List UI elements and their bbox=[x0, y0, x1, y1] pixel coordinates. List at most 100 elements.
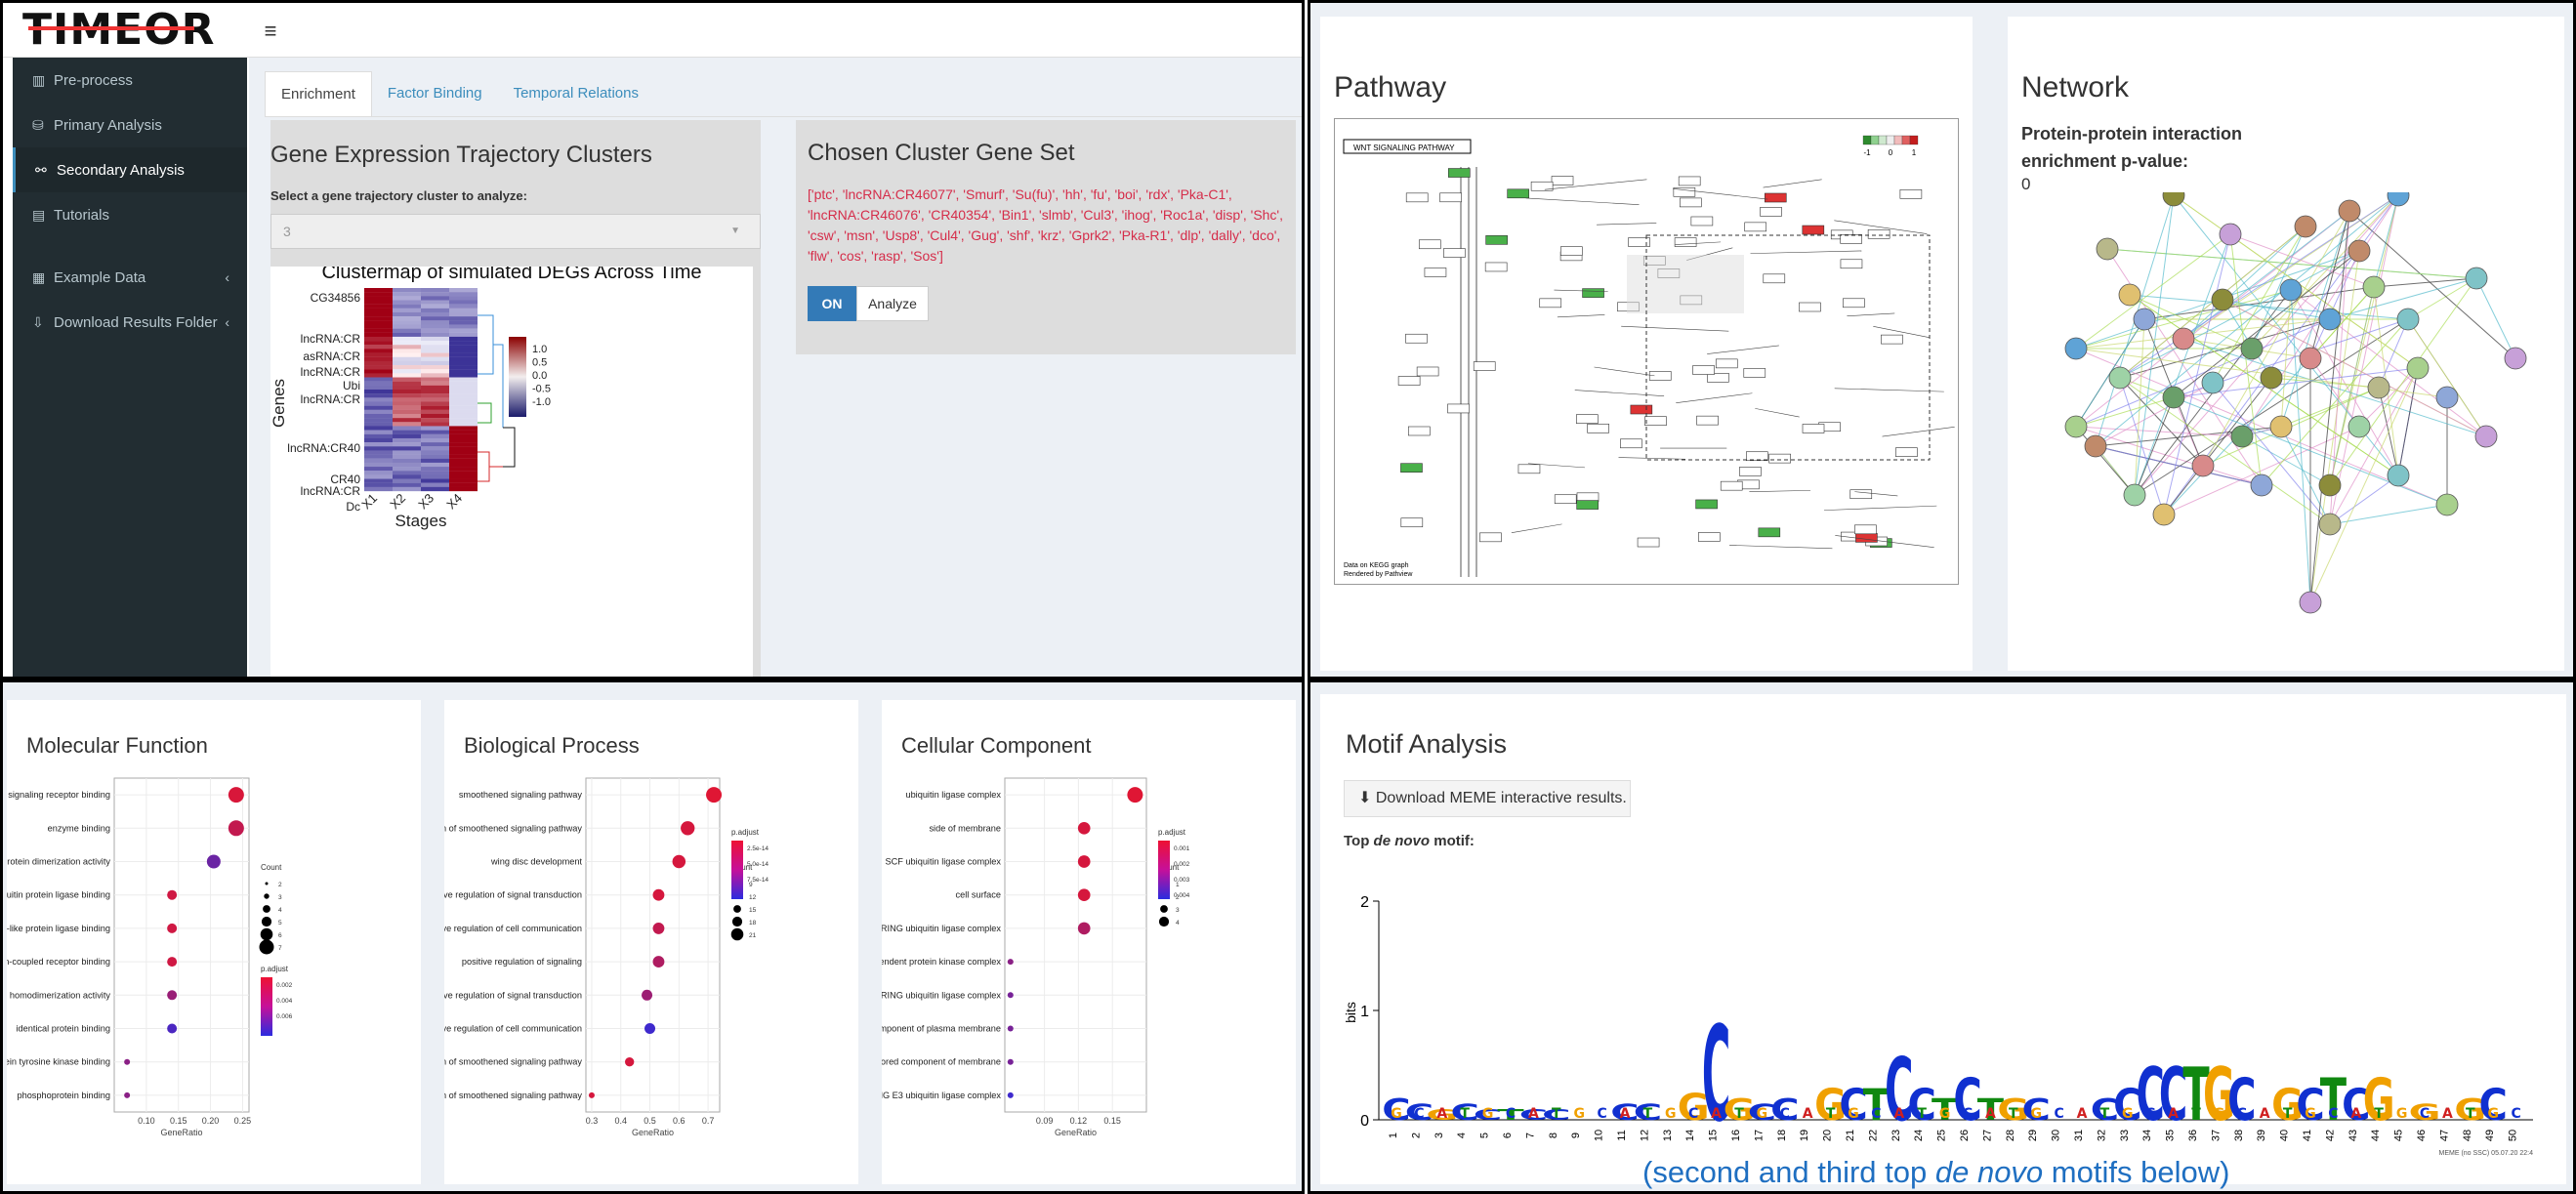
sidebar-item-tutorials[interactable]: ▤Tutorials bbox=[13, 192, 247, 237]
x-tick: 0.09 bbox=[1036, 1116, 1054, 1126]
ppi-edge bbox=[2329, 277, 2477, 320]
toggle-on-button[interactable]: ON bbox=[808, 286, 856, 321]
download-meme-button[interactable]: ⬇ Download MEME interactive results. bbox=[1344, 780, 1631, 817]
logo-letter: G bbox=[1426, 1107, 1458, 1124]
ppi-edge bbox=[2119, 377, 2165, 515]
heatmap-cell bbox=[421, 316, 449, 321]
ppi-edge bbox=[2106, 248, 2477, 279]
gene-node bbox=[1407, 426, 1431, 436]
cluster-select-label: Select a gene trajectory cluster to anal… bbox=[270, 188, 527, 203]
destruction-complex bbox=[1627, 255, 1744, 313]
sidebar-toggle-icon[interactable]: ≡ bbox=[264, 19, 277, 43]
heatmap-cell bbox=[393, 397, 421, 402]
timeor-logo[interactable]: TIMEOR bbox=[22, 5, 216, 55]
sidebar-item-pre-process[interactable]: ▥Pre-process bbox=[13, 58, 247, 103]
logo-letter: T bbox=[2320, 1066, 2347, 1133]
position-tick: 20 bbox=[1822, 1130, 1834, 1141]
logo-letter: C bbox=[1871, 1106, 1881, 1122]
heatmap-cell bbox=[364, 300, 393, 305]
count-legend-dot bbox=[730, 927, 744, 941]
go-term-label: negative regulation of cell communicatio… bbox=[444, 1024, 582, 1034]
ppi-edge bbox=[2290, 289, 2311, 603]
top-navbar: TIMEOR ≡ bbox=[3, 3, 1302, 58]
heatmap-cell bbox=[393, 422, 421, 427]
go-term-label: positive regulation of cell communicatio… bbox=[444, 924, 582, 933]
gene-node bbox=[1744, 222, 1767, 232]
gene-node bbox=[1758, 527, 1781, 538]
heatmap-cell bbox=[393, 467, 421, 472]
heatmap-cell bbox=[364, 397, 393, 402]
legend-tick: 0 bbox=[1889, 148, 1893, 157]
heatmap-cell bbox=[364, 381, 393, 386]
heatmap-cell bbox=[421, 369, 449, 374]
logo-letter: G bbox=[2203, 1052, 2235, 1137]
heatmap-cell bbox=[449, 328, 478, 333]
heatmap-cell bbox=[393, 356, 421, 362]
tab-factor-binding[interactable]: Factor Binding bbox=[387, 85, 482, 102]
protein-node bbox=[2294, 215, 2317, 238]
tab-enrichment[interactable]: Enrichment bbox=[265, 71, 372, 116]
analysis-toggle[interactable]: ON Analyze bbox=[808, 286, 929, 321]
ppi-edge bbox=[2075, 289, 2292, 350]
gene-node bbox=[1424, 268, 1447, 277]
gene-node bbox=[1648, 371, 1672, 381]
heatmap-cell bbox=[393, 324, 421, 329]
protein-node bbox=[2230, 425, 2254, 448]
ppi-edge bbox=[2358, 367, 2419, 428]
ppi-edge bbox=[2173, 396, 2448, 506]
heatmap-cell bbox=[364, 292, 393, 297]
go-dot bbox=[1007, 1091, 1014, 1098]
go-dot bbox=[124, 1091, 131, 1098]
heatmap-cell bbox=[449, 349, 478, 353]
x-tick: 0.5 bbox=[644, 1116, 656, 1126]
stage-tick: X1 bbox=[358, 491, 380, 513]
go-dot bbox=[206, 854, 221, 869]
ppi-edge bbox=[2290, 289, 2399, 476]
count-legend-dot bbox=[260, 927, 273, 941]
gene-node bbox=[1840, 234, 1862, 244]
padj-legend-tick: 2.5e-14 bbox=[747, 845, 769, 852]
cluster-select[interactable]: 3▼ bbox=[270, 214, 761, 249]
padj-legend-tick: 0.004 bbox=[276, 998, 293, 1005]
heatmap-cell bbox=[449, 304, 478, 309]
x-tick: 0.15 bbox=[170, 1116, 187, 1126]
pathway-edge bbox=[1882, 426, 1955, 437]
heatmap-cell bbox=[421, 324, 449, 329]
protein-node bbox=[2064, 337, 2088, 360]
x-tick: 0.7 bbox=[702, 1116, 715, 1126]
pathway-edge bbox=[1511, 523, 1562, 534]
tab-temporal-relations[interactable]: Temporal Relations bbox=[513, 85, 639, 102]
ppi-edge bbox=[2280, 289, 2292, 428]
logo-letter: G bbox=[2122, 1106, 2134, 1122]
chosen-title: Chosen Cluster Gene Set bbox=[808, 140, 1075, 166]
position-tick: 9 bbox=[1570, 1132, 1582, 1138]
logo-letter: T bbox=[2009, 1106, 2018, 1122]
ppi-edge bbox=[2202, 210, 2350, 467]
sidebar-item-download-results-folder[interactable]: ⇩Download Results Folder‹ bbox=[13, 300, 247, 345]
sidebar-item-primary-analysis[interactable]: ⛁Primary Analysis bbox=[13, 103, 247, 147]
heatmap-cell bbox=[449, 467, 478, 472]
heatmap-cell bbox=[449, 385, 478, 391]
gene-label: lncRNA:CR bbox=[301, 392, 361, 406]
padj-legend-tick: 0.002 bbox=[1174, 861, 1190, 868]
heatmap-cell bbox=[393, 296, 421, 301]
heatmap-cell bbox=[393, 332, 421, 338]
position-tick: 18 bbox=[1776, 1130, 1788, 1141]
analyze-button[interactable]: Analyze bbox=[856, 286, 929, 321]
heatmap-cell bbox=[364, 304, 393, 309]
sidebar-item-example-data[interactable]: ▦Example Data‹ bbox=[13, 255, 247, 300]
colorbar-tick: -0.5 bbox=[532, 384, 551, 395]
protein-node bbox=[2465, 267, 2488, 290]
sidebar-item-secondary-analysis[interactable]: ⚯Secondary Analysis bbox=[13, 147, 247, 192]
x-tick: 0.10 bbox=[138, 1116, 155, 1126]
logo-letter: G bbox=[1665, 1106, 1677, 1122]
download-icon: ⬇ bbox=[1358, 790, 1376, 806]
heatmap-cell bbox=[364, 458, 393, 464]
heatmap-cell bbox=[449, 373, 478, 378]
heatmap-cell bbox=[421, 385, 449, 391]
heatmap-cell bbox=[421, 478, 449, 483]
position-tick: 39 bbox=[2256, 1130, 2267, 1141]
heatmap-cell bbox=[421, 458, 449, 464]
heatmap-cell bbox=[421, 356, 449, 362]
heatmap-cell bbox=[364, 442, 393, 447]
